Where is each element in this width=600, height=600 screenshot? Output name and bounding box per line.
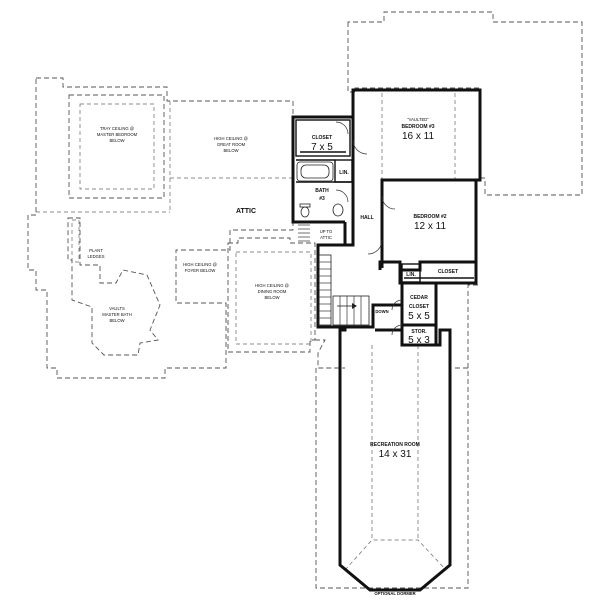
tray-ceiling-inner — [79, 103, 155, 190]
tray-ceiling-label-3: BELOW — [109, 138, 124, 143]
attic-label: ATTIC — [236, 208, 256, 215]
recreation-outer-dash — [315, 367, 469, 589]
up-to-attic-2: ATTIC — [320, 235, 332, 240]
stair-walls — [316, 222, 402, 329]
attic-stair — [298, 224, 310, 242]
stair-treads-left — [319, 261, 331, 319]
bedroom3-dims: 16 x 11 — [402, 131, 434, 142]
recreation-label: RECREATION ROOM — [370, 442, 420, 448]
cedar-label-1: CEDAR — [410, 295, 428, 301]
bathtub-inner — [300, 164, 330, 179]
closet-label: CLOSET — [312, 135, 332, 141]
great-room-label-2: GREAT ROOM — [217, 142, 246, 147]
master-bath-2: MASTER BATH — [102, 312, 131, 317]
left-wing-outline — [27, 77, 294, 379]
lin-lower-label: LIN. — [406, 272, 416, 278]
bath-label: BATH — [315, 188, 329, 194]
cedar-dims: 5 x 5 — [408, 311, 430, 322]
foyer-label-2: FOYER BELOW — [185, 268, 216, 273]
closet-lower-label: CLOSET — [438, 269, 458, 275]
sink — [332, 203, 344, 217]
recreation-dims: 14 x 31 — [379, 449, 412, 460]
roof-outline-upper-right — [347, 11, 583, 196]
door-swing-hall — [367, 239, 383, 255]
cedar-label-2: CLOSET — [409, 304, 429, 310]
door-swing-stor — [391, 324, 403, 336]
tray-ceiling-label-1: TRAY CEILING @ — [100, 126, 134, 131]
stairs — [298, 224, 370, 326]
stor-dims: 5 x 3 — [408, 335, 430, 346]
bath-num: #3 — [319, 196, 325, 202]
bedroom2-dims: 12 x 11 — [414, 221, 446, 232]
bedroom2-label: BEDROOM #2 — [413, 214, 446, 220]
door-swing-cedar — [391, 299, 403, 311]
plant-ledge-strip — [71, 219, 80, 263]
dining-label-1: HIGH CEILING @ — [255, 283, 289, 288]
bedroom3-label: BEDROOM #3 — [401, 124, 434, 130]
great-room-label-1: HIGH CEILING @ — [214, 136, 248, 141]
door-swing-bedroom3 — [352, 139, 368, 155]
master-bath-1: VAULTS — [109, 306, 125, 311]
dining-outer — [227, 237, 316, 353]
toilet-tank — [299, 203, 311, 208]
stair-run-bottom — [332, 295, 370, 326]
upper-left-wall — [291, 115, 353, 224]
labels: TRAY CEILING @ MASTER BEDROOM BELOW HIGH… — [88, 117, 459, 596]
closet-7x5-box — [295, 119, 351, 157]
tray-ceiling-outer — [68, 94, 165, 199]
cedar-walls — [400, 283, 438, 327]
dining-inner — [235, 251, 312, 345]
toilet — [300, 206, 310, 218]
foyer-label-1: HIGH CEILING @ — [183, 262, 217, 267]
lin-upper-label: LIN. — [339, 170, 349, 176]
dining-label-3: BELOW — [264, 295, 279, 300]
bedroom3-walls — [351, 88, 482, 213]
stair-treads-bottom — [339, 296, 362, 325]
plant-ledges-2: LEDGES — [88, 254, 105, 259]
plant-ledges-1: PLANT — [89, 248, 103, 253]
master-bath-3: BELOW — [109, 318, 124, 323]
hall-label: HALL — [360, 215, 373, 221]
dashed-outlines — [27, 11, 583, 589]
door-swings — [335, 121, 403, 336]
door-swing-bedroom2 — [381, 195, 396, 210]
lower-connector — [315, 339, 345, 369]
door-swing-closet — [335, 121, 349, 135]
stor-label: STOR. — [411, 329, 427, 335]
great-room-label-3: BELOW — [223, 148, 238, 153]
recreation-walls — [338, 325, 452, 592]
dormer-label: OPTIONAL DORMER — [374, 591, 415, 596]
hall-left-wall — [345, 160, 355, 247]
fixtures — [296, 151, 474, 279]
down-arrow-head — [352, 303, 357, 309]
closet-lower-walls — [398, 262, 478, 285]
down-label: DOWN — [375, 309, 388, 314]
door-swing-bath — [335, 189, 349, 203]
plant-ledge-outline — [67, 217, 161, 356]
dormer-bottom — [344, 539, 447, 571]
right-outer-dash — [467, 284, 480, 368]
tray-ceiling-label-2: MASTER BEDROOM — [97, 132, 138, 137]
lin-lower-box — [401, 263, 421, 283]
dining-label-2: DINING ROOM — [258, 289, 287, 294]
bedroom3-vaulted: "VAULTED" — [407, 117, 429, 122]
closet-dims: 7 x 5 — [311, 142, 333, 153]
up-to-attic-1: UP TO — [320, 229, 333, 234]
